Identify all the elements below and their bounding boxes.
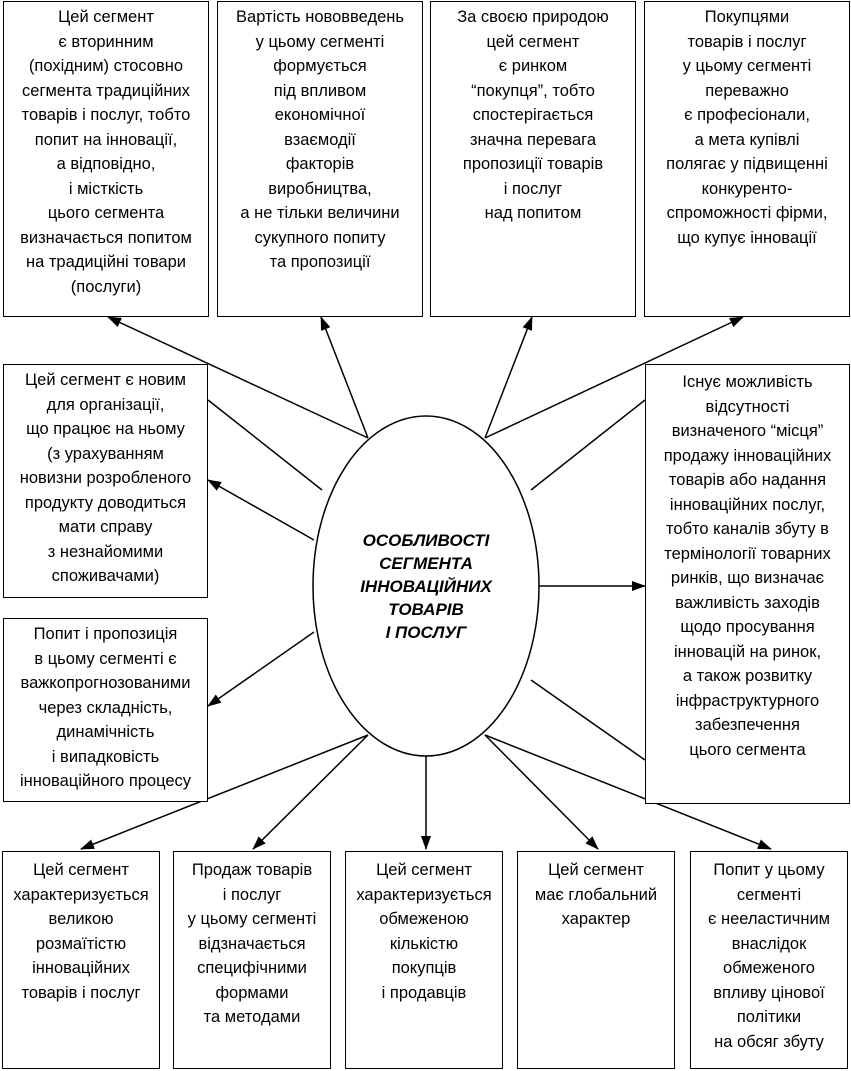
bottom-box-5-text: Попит у цьому сегменті є нееластичним вн… bbox=[707, 861, 831, 1051]
top-box-1-text: Цей сегмент є вторинним (похідним) стосо… bbox=[20, 8, 192, 296]
arrow-to-bottom-box-2 bbox=[252, 734, 369, 850]
bottom-box-3: Цей сегмент характеризується обмеженою к… bbox=[345, 851, 503, 1069]
top-box-2-text: Вартість нововведень у цьому сегменті фо… bbox=[236, 8, 404, 271]
top-box-3-text: За своєю природою цей сегмент є ринком “… bbox=[457, 8, 609, 222]
arrow-to-bottom-box-1 bbox=[80, 734, 369, 850]
center-title: ОСОБЛИВОСТІ СЕГМЕНТА ІННОВАЦІЙНИХ ТОВАРІ… bbox=[313, 416, 539, 756]
center-ellipse bbox=[312, 415, 540, 757]
top-box-4: Покупцями товарів і послуг у цьому сегме… bbox=[644, 1, 850, 317]
bottom-box-5: Попит у цьому сегменті є нееластичним вн… bbox=[690, 851, 848, 1069]
arrow-to-top-box-2 bbox=[320, 316, 369, 439]
center-title-text: ОСОБЛИВОСТІ СЕГМЕНТА ІННОВАЦІЙНИХ ТОВАРІ… bbox=[360, 530, 492, 642]
right-box-text: Існує можливість відсутності визначеного… bbox=[663, 373, 832, 759]
bottom-box-4-text: Цей сегмент має глобальний характер bbox=[534, 861, 658, 928]
arrow-to-bottom-box-4 bbox=[484, 734, 599, 850]
arrow-to-top-box-1 bbox=[107, 316, 369, 439]
bottom-box-2: Продаж товарів і послуг у цьому сегменті… bbox=[173, 851, 331, 1069]
arrow-to-top-box-4 bbox=[484, 316, 744, 439]
top-box-3: За своєю природою цей сегмент є ринком “… bbox=[430, 1, 636, 317]
arrow-to-top-box-3 bbox=[484, 316, 533, 439]
top-box-1: Цей сегмент є вторинним (похідним) стосо… bbox=[3, 1, 209, 317]
bottom-box-1-text: Цей сегмент характеризується великою роз… bbox=[13, 861, 149, 1002]
left-box-2: Попит і пропозиція в цьому сегменті є ва… bbox=[3, 618, 208, 802]
bottom-box-4: Цей сегмент має глобальний характер bbox=[517, 851, 675, 1069]
left-box-2-text: Попит і пропозиція в цьому сегменті є ва… bbox=[19, 625, 192, 790]
top-box-4-text: Покупцями товарів і послуг у цьому сегме… bbox=[666, 8, 828, 247]
right-box: Існує можливість відсутності визначеного… bbox=[645, 364, 850, 804]
left-box-1-text: Цей сегмент є новим для організації, що … bbox=[19, 371, 192, 585]
left-box-1: Цей сегмент є новим для організації, що … bbox=[3, 364, 208, 598]
arrow-to-bottom-box-5 bbox=[484, 734, 772, 850]
bottom-box-2-text: Продаж товарів і послуг у цьому сегменті… bbox=[187, 861, 317, 1026]
bottom-box-1: Цей сегмент характеризується великою роз… bbox=[2, 851, 160, 1069]
spoke-line bbox=[530, 399, 646, 491]
top-box-2: Вартість нововведень у цьому сегменті фо… bbox=[217, 1, 423, 317]
bottom-box-3-text: Цей сегмент характеризується обмеженою к… bbox=[356, 861, 492, 1002]
arrow-to-left-box-2 bbox=[207, 631, 315, 707]
spoke-line bbox=[207, 399, 323, 491]
spoke-line bbox=[530, 679, 646, 761]
arrow-to-left-box-1 bbox=[207, 479, 315, 541]
